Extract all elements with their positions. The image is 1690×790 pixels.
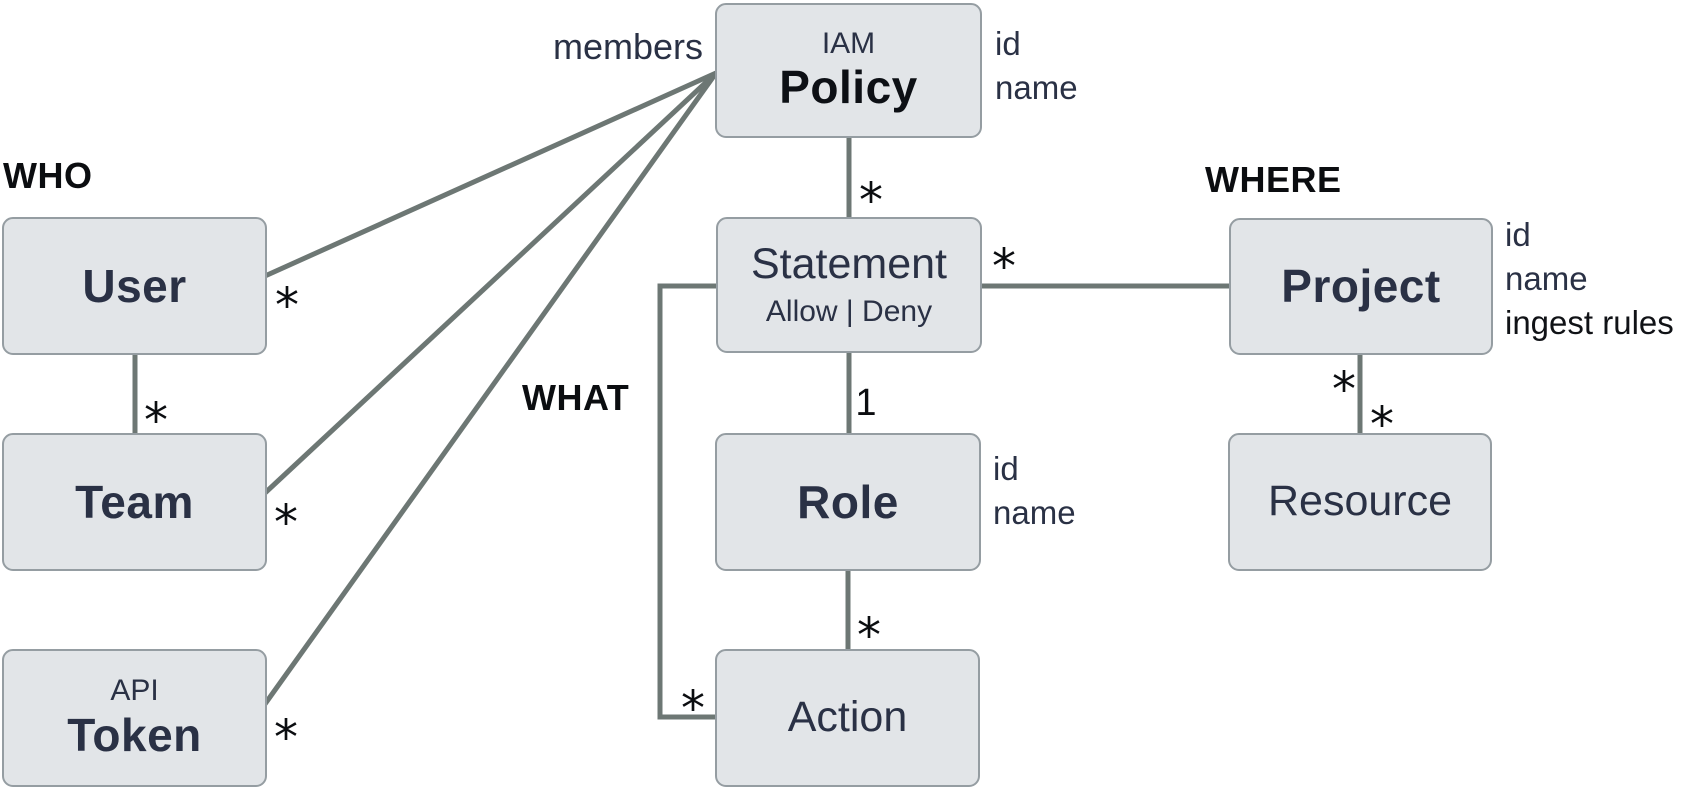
entity-resource-name: Resource — [1267, 477, 1453, 526]
entity-user-name: User — [82, 259, 187, 312]
entity-team: Team — [2, 433, 267, 571]
entity-statement-subtitle: Allow | Deny — [765, 295, 933, 329]
edge-policy-user — [263, 70, 718, 279]
mult-statement-role: 1 — [855, 382, 877, 424]
entity-token-name: Token — [67, 708, 202, 761]
entity-statement-name: Statement — [751, 240, 947, 289]
entity-action: Action — [715, 649, 980, 787]
entity-token-prefix: API — [110, 674, 159, 708]
attribute: id — [993, 450, 1019, 487]
mult-user-team: * — [144, 393, 168, 449]
entity-project-attributes: id name ingest rules — [1505, 213, 1674, 345]
entity-action-name: Action — [787, 693, 908, 742]
entity-role: Role — [715, 433, 981, 571]
entity-policy-attributes: id name — [995, 22, 1078, 110]
group-label-who: WHO — [3, 155, 93, 196]
entity-token: API Token — [2, 649, 267, 787]
attribute: name — [1505, 260, 1588, 297]
attribute: id — [995, 25, 1021, 62]
edge-statement-action-bracket — [657, 283, 716, 720]
attribute: id — [1505, 216, 1531, 253]
entity-user: User — [2, 217, 267, 355]
mult-policy-token: * — [274, 710, 298, 766]
mult-statement-action: * — [681, 681, 705, 737]
mult-statement-project: * — [992, 239, 1016, 295]
edge-policy-token — [262, 71, 719, 706]
mult-project-resource-upper: * — [1332, 362, 1356, 418]
attribute: ingest rules — [1505, 304, 1674, 341]
edge-label-members: members — [553, 26, 704, 67]
mult-policy-user: * — [275, 278, 299, 334]
entity-role-name: Role — [797, 475, 899, 528]
entity-statement: Statement Allow | Deny — [716, 217, 982, 353]
entity-role-attributes: id name — [993, 447, 1076, 535]
entity-project-name: Project — [1281, 260, 1441, 313]
group-label-where: WHERE — [1205, 159, 1342, 200]
mult-policy-statement: * — [859, 173, 883, 229]
mult-project-resource-lower: * — [1370, 397, 1394, 453]
entity-team-name: Team — [75, 475, 194, 528]
entity-policy: IAM Policy — [715, 3, 982, 138]
mult-policy-team: * — [274, 495, 298, 551]
entity-resource: Resource — [1228, 433, 1492, 571]
mult-role-action: * — [857, 608, 881, 664]
entity-policy-prefix: IAM — [821, 26, 876, 60]
entity-project: Project — [1229, 218, 1493, 355]
group-label-what: WHAT — [522, 377, 630, 418]
attribute: name — [993, 494, 1076, 531]
entity-policy-name: Policy — [779, 61, 918, 114]
attribute: name — [995, 69, 1078, 106]
edge-policy-team — [263, 71, 718, 495]
